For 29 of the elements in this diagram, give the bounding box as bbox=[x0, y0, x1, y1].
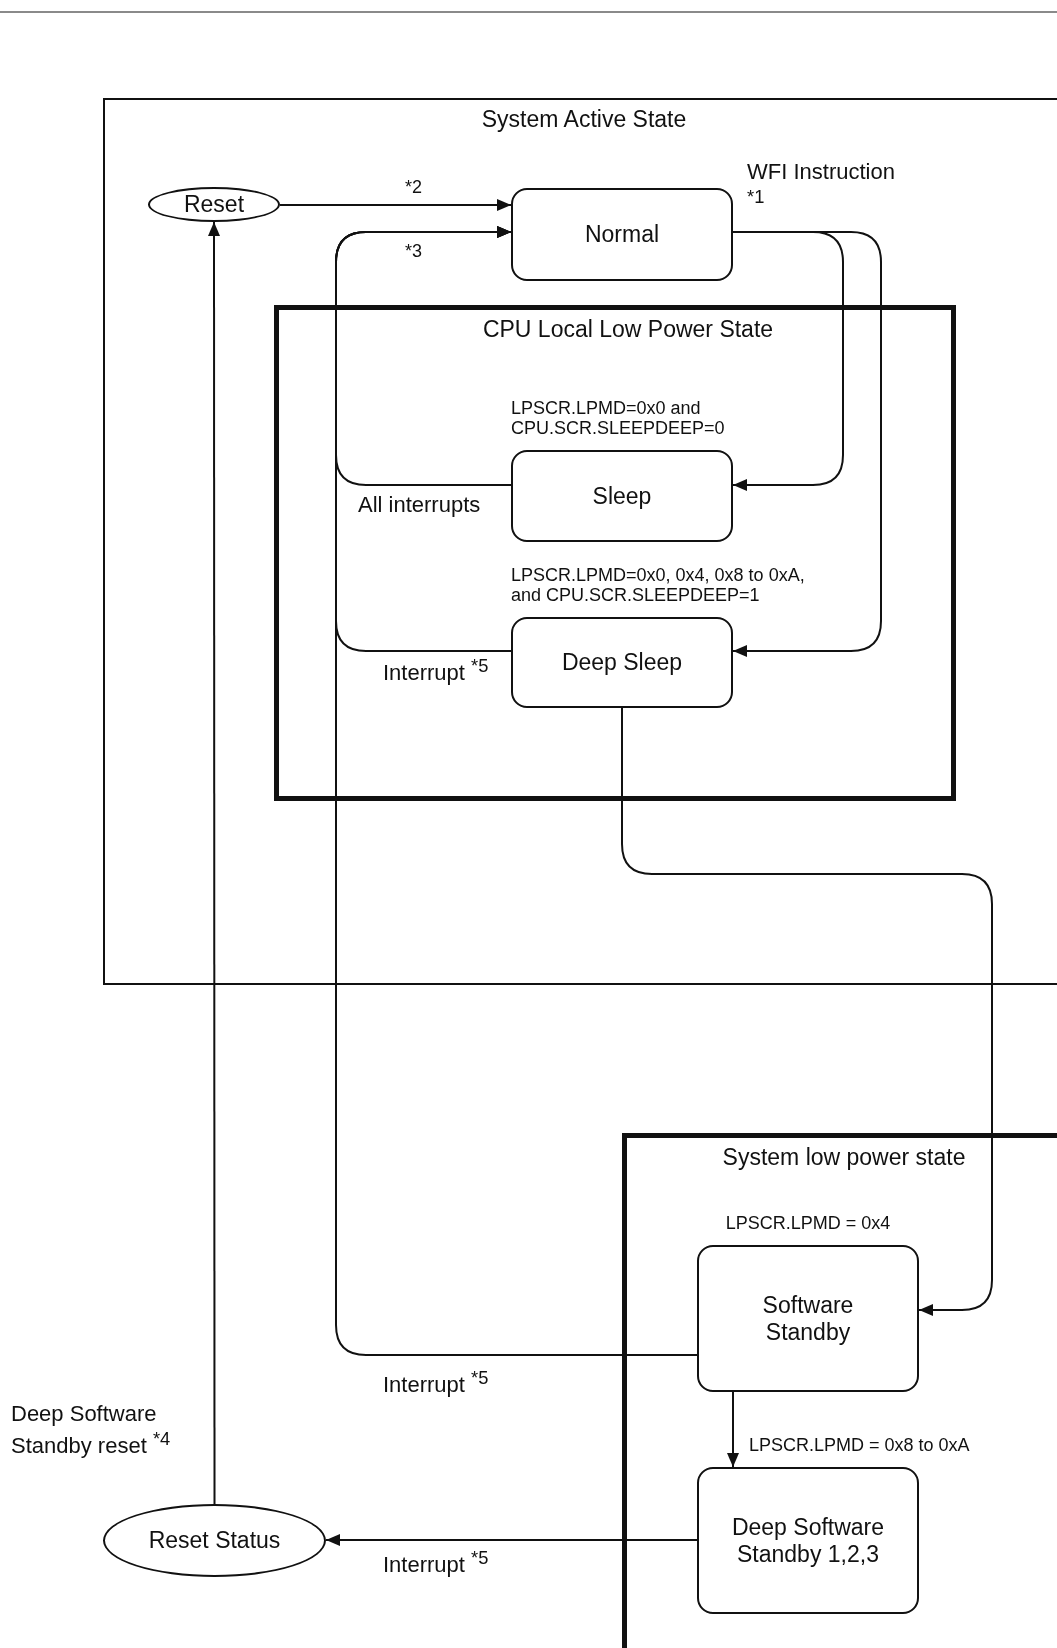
state-label: Software Standby bbox=[761, 1292, 855, 1345]
state-label: Reset bbox=[182, 191, 246, 218]
state-box bbox=[511, 450, 733, 542]
state-region bbox=[622, 1133, 1057, 1648]
arrow bbox=[621, 707, 993, 1316]
state-label: Sleep bbox=[591, 482, 653, 510]
state-label: Deep Software Standby 1,2,3 bbox=[730, 1514, 886, 1567]
arrow bbox=[279, 199, 512, 211]
state-region bbox=[103, 98, 1057, 985]
state-label: Reset Status bbox=[147, 1527, 282, 1554]
arrow bbox=[732, 231, 844, 491]
condition-label: LPSCR.LPMD=0x0, 0x4, 0x8 to 0xA, and CPU.SCR.SLEEPDEEP=1 bbox=[511, 566, 806, 606]
state-label: Normal bbox=[583, 221, 661, 248]
state-box bbox=[697, 1245, 919, 1392]
region-title: System Active State bbox=[481, 106, 687, 133]
region-title: CPU Local Low Power State bbox=[482, 316, 774, 343]
state-label: Deep Sleep bbox=[560, 649, 684, 676]
region-title: System low power state bbox=[722, 1144, 966, 1171]
arrow bbox=[727, 1391, 739, 1468]
state-box bbox=[511, 188, 733, 281]
arrow bbox=[335, 226, 698, 1356]
condition-label: LPSCR.LPMD = 0x4 bbox=[724, 1214, 892, 1234]
arrow bbox=[732, 231, 882, 657]
condition-label: LPSCR.LPMD=0x0 and CPU.SCR.SLEEPDEEP=0 bbox=[511, 399, 726, 439]
state-box bbox=[511, 617, 733, 708]
state-box bbox=[697, 1467, 919, 1614]
arrow bbox=[325, 1534, 698, 1546]
state-region bbox=[274, 305, 956, 801]
arrow bbox=[208, 221, 220, 1505]
